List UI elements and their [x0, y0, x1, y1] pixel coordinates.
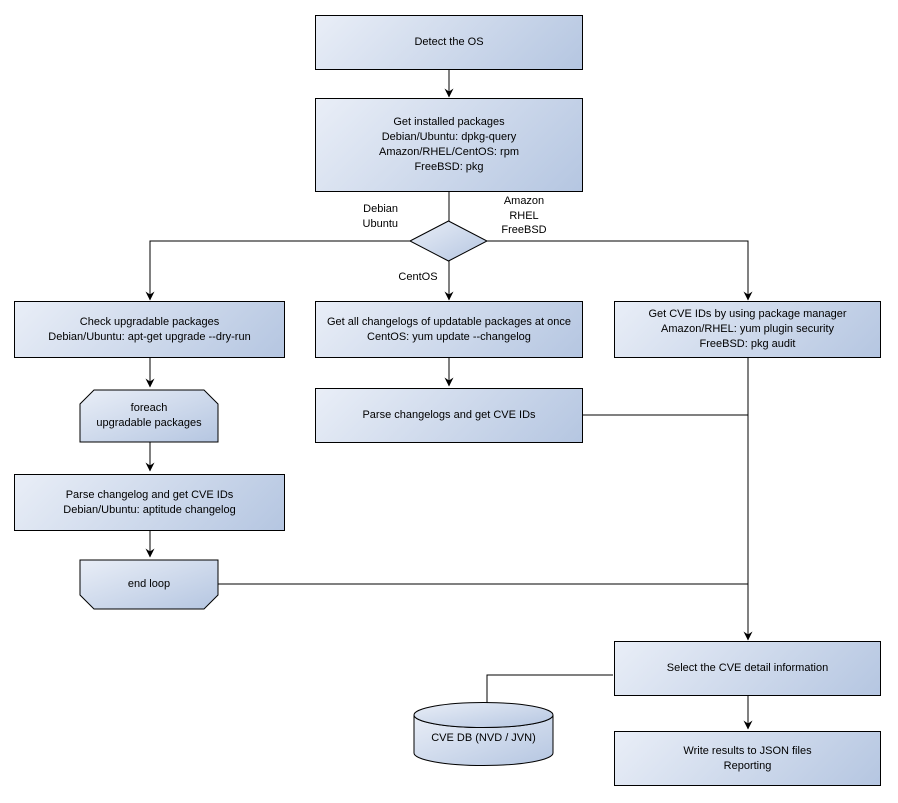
foreach-loop-shape [79, 389, 219, 443]
connector-cve-db-to-select [486, 674, 613, 703]
node-detect-os: Detect the OS [315, 15, 583, 70]
node-write-results: Write results to JSON files Reporting [614, 731, 881, 786]
connector-decision-to-get-cve-ids [487, 240, 753, 301]
node-select-cve-detail: Select the CVE detail information [614, 641, 881, 696]
connector-decision-to-check-upgradable [145, 240, 410, 301]
node-check-upgradable-packages: Check upgradable packages Debian/Ubuntu:… [14, 301, 285, 358]
cve-db-cylinder-top [413, 702, 554, 728]
node-get-installed-packages: Get installed packages Debian/Ubuntu: dp… [315, 98, 583, 192]
edge-label-centos: CentOS [398, 271, 438, 283]
end-loop-shape [79, 559, 219, 610]
node-get-cve-ids-pkg-manager: Get CVE IDs by using package manager Ama… [614, 301, 881, 358]
edge-label-debian-ubuntu: Debian Ubuntu [362, 203, 398, 230]
node-parse-changelogs-centos: Parse changelogs and get CVE IDs [315, 388, 583, 443]
node-get-all-changelogs: Get all changelogs of updatable packages… [315, 301, 583, 358]
node-parse-changelog-debian: Parse changelog and get CVE IDs Debian/U… [14, 474, 285, 531]
decision-diamond-os [408, 220, 489, 262]
edge-label-amazon-rhel-freebsd: Amazon RHEL FreeBSD [501, 195, 547, 236]
